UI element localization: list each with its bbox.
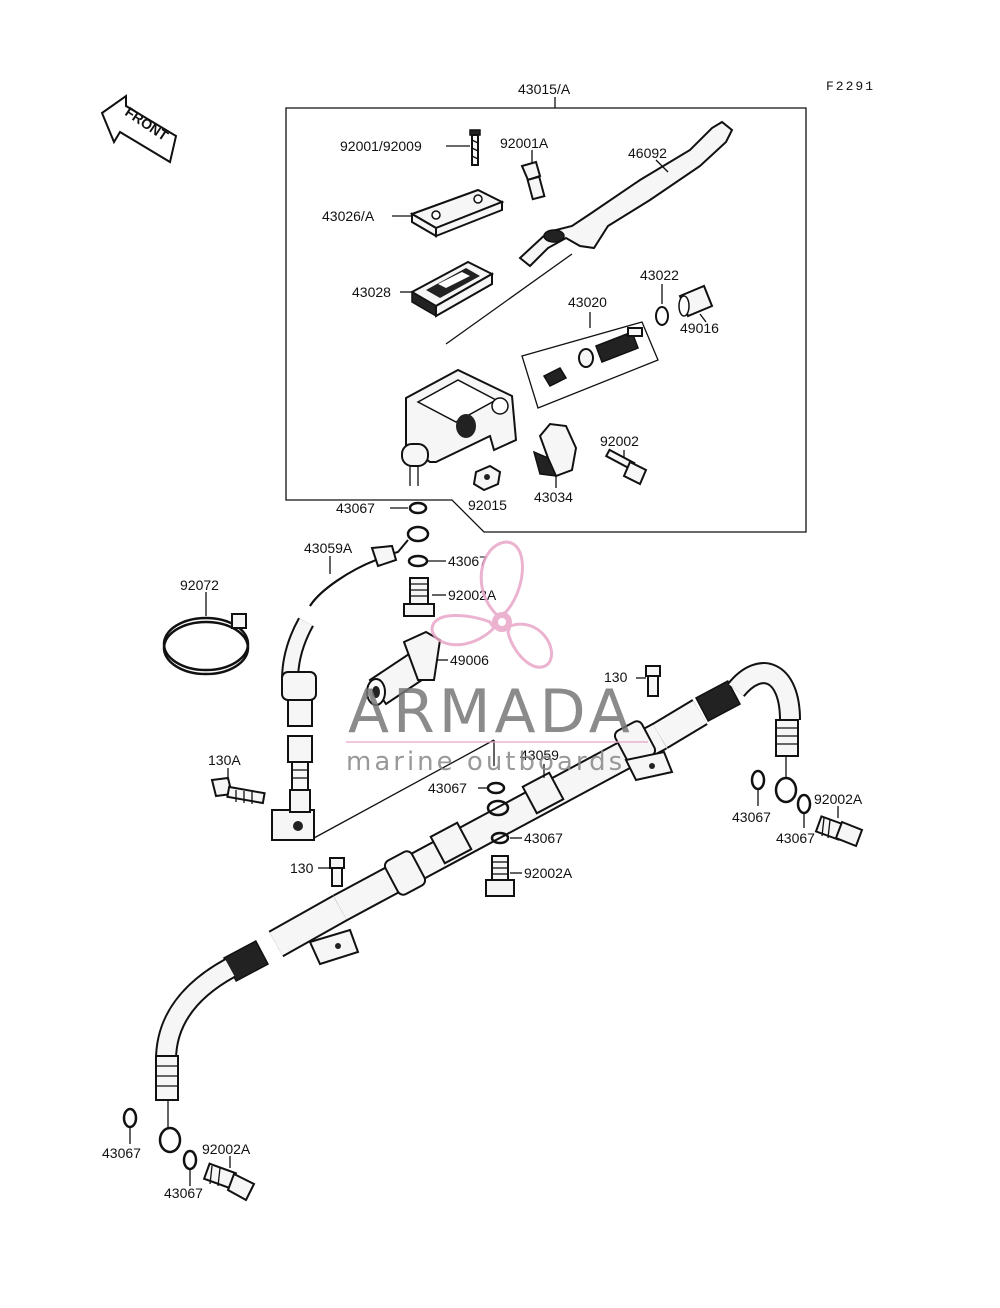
label-43020: 43020 <box>568 294 607 310</box>
screw-icon <box>469 129 481 166</box>
pivot-bolt-icon <box>520 160 546 201</box>
bolt-130-icon <box>329 857 345 887</box>
figure-code: F2291 <box>826 79 875 94</box>
label-92072: 92072 <box>180 577 219 593</box>
brake-lever-icon <box>518 120 734 268</box>
watermark: ARMADA marine outboards <box>346 540 648 777</box>
label-92001a: 92001A <box>500 135 549 151</box>
band-clamp-icon <box>162 613 250 676</box>
upper-brake-hose-icon <box>271 525 430 841</box>
banjo-fitting-icon <box>486 799 510 817</box>
master-cylinder-icon <box>401 368 518 486</box>
washer-icon <box>750 769 766 791</box>
label-43059: 43059 <box>520 747 559 763</box>
label-130-left: 130 <box>290 860 314 876</box>
label-49006: 49006 <box>450 652 489 668</box>
label-92015: 92015 <box>468 497 507 513</box>
clamp-bolt-icon <box>604 448 648 486</box>
label-92002: 92002 <box>600 433 639 449</box>
watermark-tagline: marine outboards <box>346 747 625 777</box>
label-92001-92009: 92001/92009 <box>340 138 422 154</box>
label-43034: 43034 <box>534 489 573 505</box>
label-130a: 130A <box>208 752 241 768</box>
bolt-130a-icon <box>210 776 266 805</box>
label-43067-top: 43067 <box>336 500 375 516</box>
label-43015a: 43015/A <box>518 81 571 97</box>
banjo-bolt-icon <box>485 855 515 897</box>
bolt-130-icon <box>645 665 661 697</box>
label-130-right: 130 <box>604 669 628 685</box>
label-43028: 43028 <box>352 284 391 300</box>
label-43067-b: 43067 <box>428 780 467 796</box>
label-43026a: 43026/A <box>322 208 375 224</box>
washer-icon <box>408 501 428 515</box>
main-brake-hose-icon <box>155 662 801 1154</box>
label-92002a-right: 92002A <box>814 791 863 807</box>
label-46092: 46092 <box>628 145 667 161</box>
banjo-bolt-icon <box>814 815 864 848</box>
label-43067-right-1: 43067 <box>732 809 771 825</box>
boot-icon <box>678 284 714 318</box>
diaphragm-icon <box>409 260 495 318</box>
front-arrow-icon: FRONT <box>100 94 178 164</box>
label-43022: 43022 <box>640 267 679 283</box>
label-49016: 49016 <box>680 320 719 336</box>
washer-icon <box>486 781 506 795</box>
assembly-frame <box>285 97 807 533</box>
bracket-icon <box>308 750 674 966</box>
label-43059a: 43059A <box>304 540 353 556</box>
label-92002a-a: 92002A <box>448 587 497 603</box>
banjo-bolt-icon <box>403 577 435 617</box>
grommet-icon <box>366 630 442 706</box>
washer-icon <box>122 1107 138 1129</box>
label-43067-left-1: 43067 <box>102 1145 141 1161</box>
piston-kit-icon <box>521 321 659 409</box>
label-43067-c: 43067 <box>524 830 563 846</box>
reservoir-cap-icon <box>409 188 505 238</box>
circlip-icon <box>655 306 669 326</box>
label-92002a-left: 92002A <box>202 1141 251 1157</box>
washer-icon <box>407 554 429 568</box>
label-43067-left-2: 43067 <box>164 1185 203 1201</box>
label-43067-a: 43067 <box>448 553 487 569</box>
bleeder-cap-icon <box>472 464 502 492</box>
washer-icon <box>182 1149 198 1171</box>
label-43067-right-2: 43067 <box>776 830 815 846</box>
washer-icon <box>796 793 812 815</box>
watermark-brand: ARMADA <box>348 677 634 747</box>
banjo-bolt-icon <box>202 1162 256 1202</box>
label-92002a-b: 92002A <box>524 865 573 881</box>
washer-icon <box>490 831 510 845</box>
clamp-icon <box>532 422 578 478</box>
propeller-logo-icon <box>430 540 554 669</box>
